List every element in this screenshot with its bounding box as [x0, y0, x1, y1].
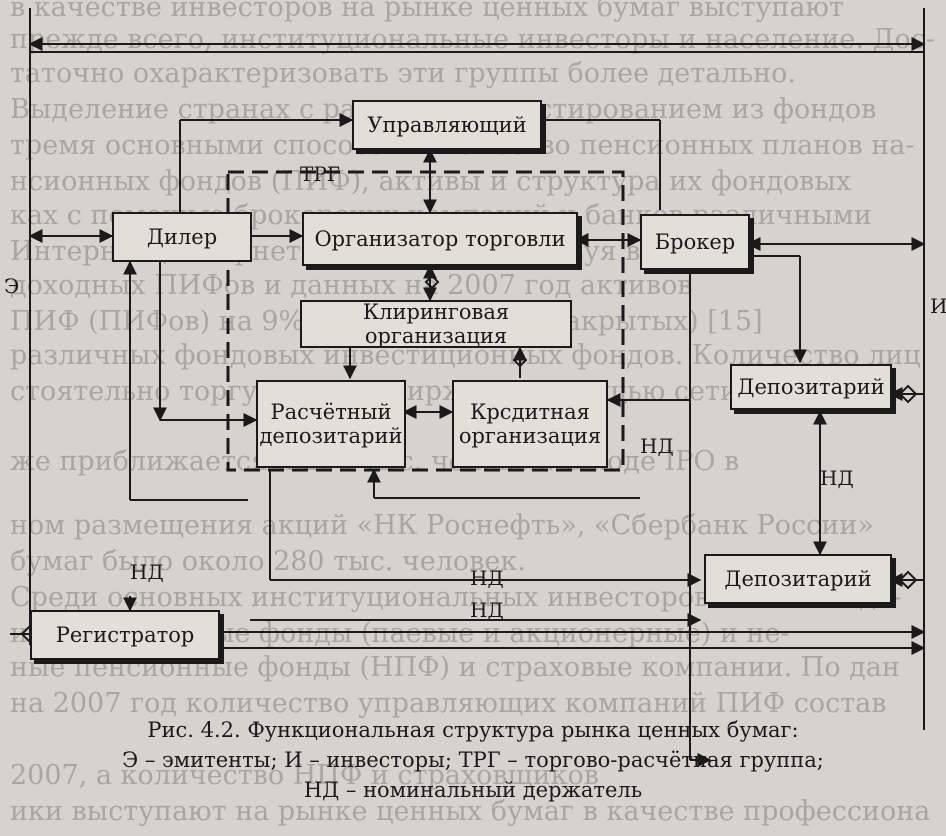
label-nd: НД	[470, 566, 504, 590]
bg-line: ики выступают на рынке ценных бумаг в ка…	[10, 796, 931, 827]
label-nd: НД	[470, 598, 504, 622]
box-diler: Дилер	[112, 212, 252, 262]
bg-line: таточно охарактеризовать эти группы боле…	[10, 58, 796, 89]
caption-legend-line: НД – номинальный держатель	[303, 778, 643, 802]
box-kliringovaya: Клиринговая организация	[300, 300, 572, 348]
diamond-depozit1	[898, 384, 918, 404]
bg-line: на 2007 год количество управляющих компа…	[10, 688, 887, 719]
box-registrator: Регистратор	[30, 610, 220, 660]
box-depozitariy-1: Депозитарий	[730, 364, 892, 410]
caption-title: Рис. 4.2. Функциональная структура рынка…	[147, 718, 799, 742]
bg-line: ном размещения акций «НК Роснефть», «Сбе…	[10, 510, 874, 541]
label-emitenty: Э	[4, 274, 20, 298]
bg-line: бумаг было около 280 тыс. человек.	[10, 546, 526, 577]
label-trg: ТРГ	[300, 162, 341, 186]
label-nd: НД	[640, 434, 674, 458]
label-nd: НД	[130, 560, 164, 584]
box-depozitariy-2: Депозитарий	[704, 554, 892, 604]
diamond-org-kliring	[424, 274, 440, 290]
box-kreditnaya-organizaciya: Крсдитная организация	[452, 380, 608, 468]
label-investory: И	[930, 294, 946, 318]
box-organizator-torgovli: Организатор торговли	[302, 212, 578, 266]
diamond-depozit2	[898, 570, 918, 590]
caption-legend-line: Э – эмитенты; И – инвесторы; ТРГ – торго…	[122, 748, 824, 772]
label-nd: НД	[820, 466, 854, 490]
diamond-kliring-kredit	[512, 352, 528, 368]
box-broker: Брокер	[640, 214, 750, 270]
bg-line: 2007, а количество НПФ и страховщиков	[10, 760, 599, 791]
bg-line: в качестве инвесторов на рынке ценных бу…	[10, 0, 844, 23]
bg-line: доходных ПИФов и данных на 2007 год акти…	[10, 270, 693, 301]
box-raschetny-depozitariy: Расчётный депозитарий	[256, 380, 406, 468]
box-upravlyayushchiy: Управляющий	[352, 100, 542, 150]
